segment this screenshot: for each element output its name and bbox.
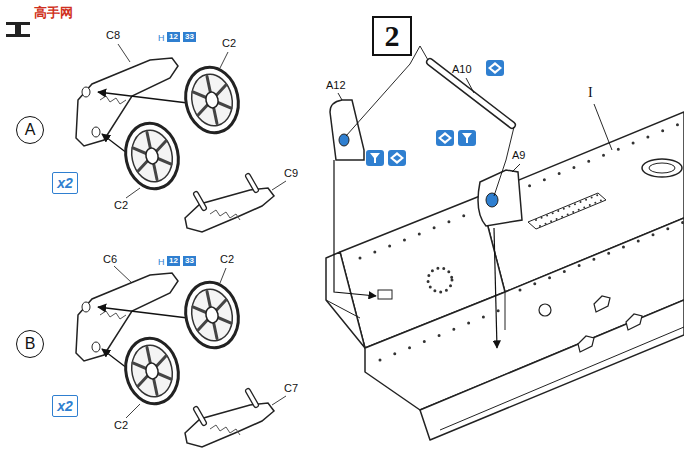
part-number: C2 (114, 420, 128, 431)
paint-code: 12 (167, 32, 180, 42)
node-text: 2 (385, 21, 400, 51)
part-number: C8 (106, 30, 120, 41)
node-text: A (25, 122, 36, 138)
section-letter: B (16, 330, 44, 358)
watermark: 高手网 (34, 6, 73, 19)
paint-code: H (158, 258, 165, 267)
quantity-box: x2 (52, 172, 78, 194)
part-number: C9 (284, 168, 298, 179)
part-number: A12 (326, 80, 346, 91)
node-text: x2 (57, 399, 73, 413)
part-number: C2 (220, 254, 234, 265)
paint-code: 33 (183, 32, 196, 42)
quantity-box: x2 (52, 395, 78, 417)
part-number: C7 (284, 383, 298, 394)
paint-code: H (158, 34, 165, 43)
section-letter: A (16, 116, 44, 144)
part-number: C2 (114, 200, 128, 211)
part-number: C6 (103, 254, 117, 265)
step-number: 2 (372, 16, 412, 56)
part-number: I (588, 86, 593, 100)
paint-code: 12 (167, 256, 180, 266)
node-text: B (25, 336, 36, 352)
paint-code: 33 (183, 256, 196, 266)
node-text: x2 (57, 176, 73, 190)
part-number: A10 (452, 64, 472, 75)
part-number: C2 (222, 38, 236, 49)
part-number: A9 (512, 150, 525, 161)
